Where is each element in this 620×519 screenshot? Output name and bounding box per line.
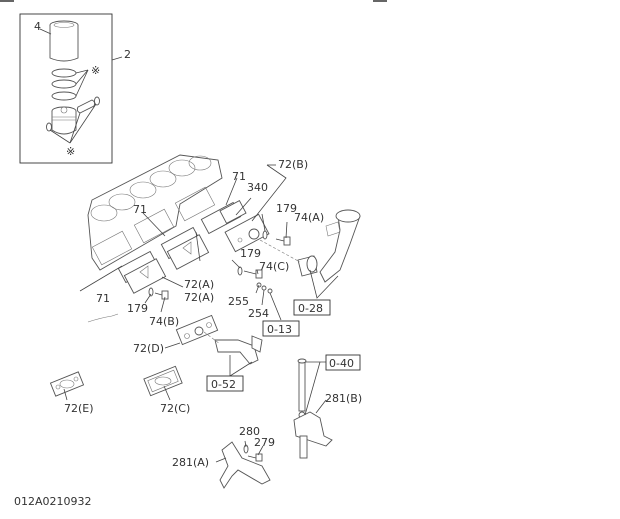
label-179-c: 179 <box>127 302 148 315</box>
bracket-281b <box>293 411 333 459</box>
bolt-74c <box>243 269 263 279</box>
label-assembly: 2 <box>124 48 131 61</box>
label-72b: 72(B) <box>278 158 308 171</box>
corner-mark-left <box>0 0 14 2</box>
label-179-b: 179 <box>240 247 261 260</box>
water-pipe-0-28 <box>319 209 361 283</box>
ref-box-0-52[interactable]: 0-52 <box>206 375 244 392</box>
elbow-pipe-0-52 <box>214 335 263 365</box>
cover-72d <box>175 314 219 346</box>
label-74b: 74(B) <box>149 315 179 328</box>
label-254: 254 <box>248 307 269 320</box>
label-280: 280 <box>239 425 260 438</box>
ref-box-0-13[interactable]: 0-13 <box>262 320 300 337</box>
snap-ring <box>46 122 52 132</box>
label-71-mid: 71 <box>133 203 147 216</box>
washer-179-c <box>148 287 154 297</box>
label-74a: 74(A) <box>294 211 324 224</box>
cover-72a-right <box>166 234 210 270</box>
label-281a: 281(A) <box>172 456 209 469</box>
label-279: 279 <box>254 436 275 449</box>
bracket-281a <box>219 441 271 489</box>
ref-0-13: 0-13 <box>267 323 292 336</box>
drawing-code: 012A0210932 <box>14 495 92 508</box>
piston-ring <box>51 68 77 78</box>
bolt-74b <box>154 290 169 300</box>
piston-kit-inset: 4 ※ ※ 2 <box>19 13 131 164</box>
label-340: 340 <box>247 181 268 194</box>
ref-box-0-40[interactable]: 0-40 <box>325 354 361 371</box>
washer-179-b <box>237 266 243 276</box>
ref-0-52: 0-52 <box>211 378 236 391</box>
label-72d: 72(D) <box>133 342 164 355</box>
bolt-279 <box>247 453 263 462</box>
cylinder-liner <box>49 20 79 62</box>
piston <box>51 106 77 135</box>
label-74c: 74(C) <box>259 260 289 273</box>
washer-179-a <box>262 230 268 240</box>
piston-pin <box>76 99 96 114</box>
ref-0-40: 0-40 <box>329 357 354 370</box>
label-72a-2: 72(A) <box>184 291 214 304</box>
corner-mark-right <box>373 0 387 2</box>
stud-bolt-0-40 <box>297 358 307 419</box>
cover-72a-left <box>123 258 167 294</box>
piston-ring <box>51 79 77 89</box>
snap-ring <box>94 96 100 106</box>
label-281b: 281(B) <box>325 392 362 405</box>
nut-0-13 <box>267 288 273 294</box>
washer-254 <box>261 285 267 291</box>
label-179-a: 179 <box>276 202 297 215</box>
label-asterisk-bottom: ※ <box>66 145 75 158</box>
cover-72e <box>49 371 85 397</box>
label-72c: 72(C) <box>160 402 190 415</box>
label-71-left: 71 <box>96 292 110 305</box>
bolt-74a <box>275 236 291 246</box>
label-72a-1: 72(A) <box>184 278 214 291</box>
label-liner: 4 <box>34 20 41 33</box>
ref-0-28: 0-28 <box>298 302 323 315</box>
ref-box-0-28[interactable]: 0-28 <box>293 299 331 316</box>
piston-ring <box>51 91 77 101</box>
label-255: 255 <box>228 295 249 308</box>
label-72e: 72(E) <box>64 402 94 415</box>
harness-line <box>87 313 119 323</box>
label-asterisk-top: ※ <box>91 64 100 77</box>
hose-0-28 <box>297 255 318 277</box>
cylinder-block <box>87 154 223 271</box>
cover-72c <box>143 365 183 397</box>
label-71-top: 71 <box>232 170 246 183</box>
